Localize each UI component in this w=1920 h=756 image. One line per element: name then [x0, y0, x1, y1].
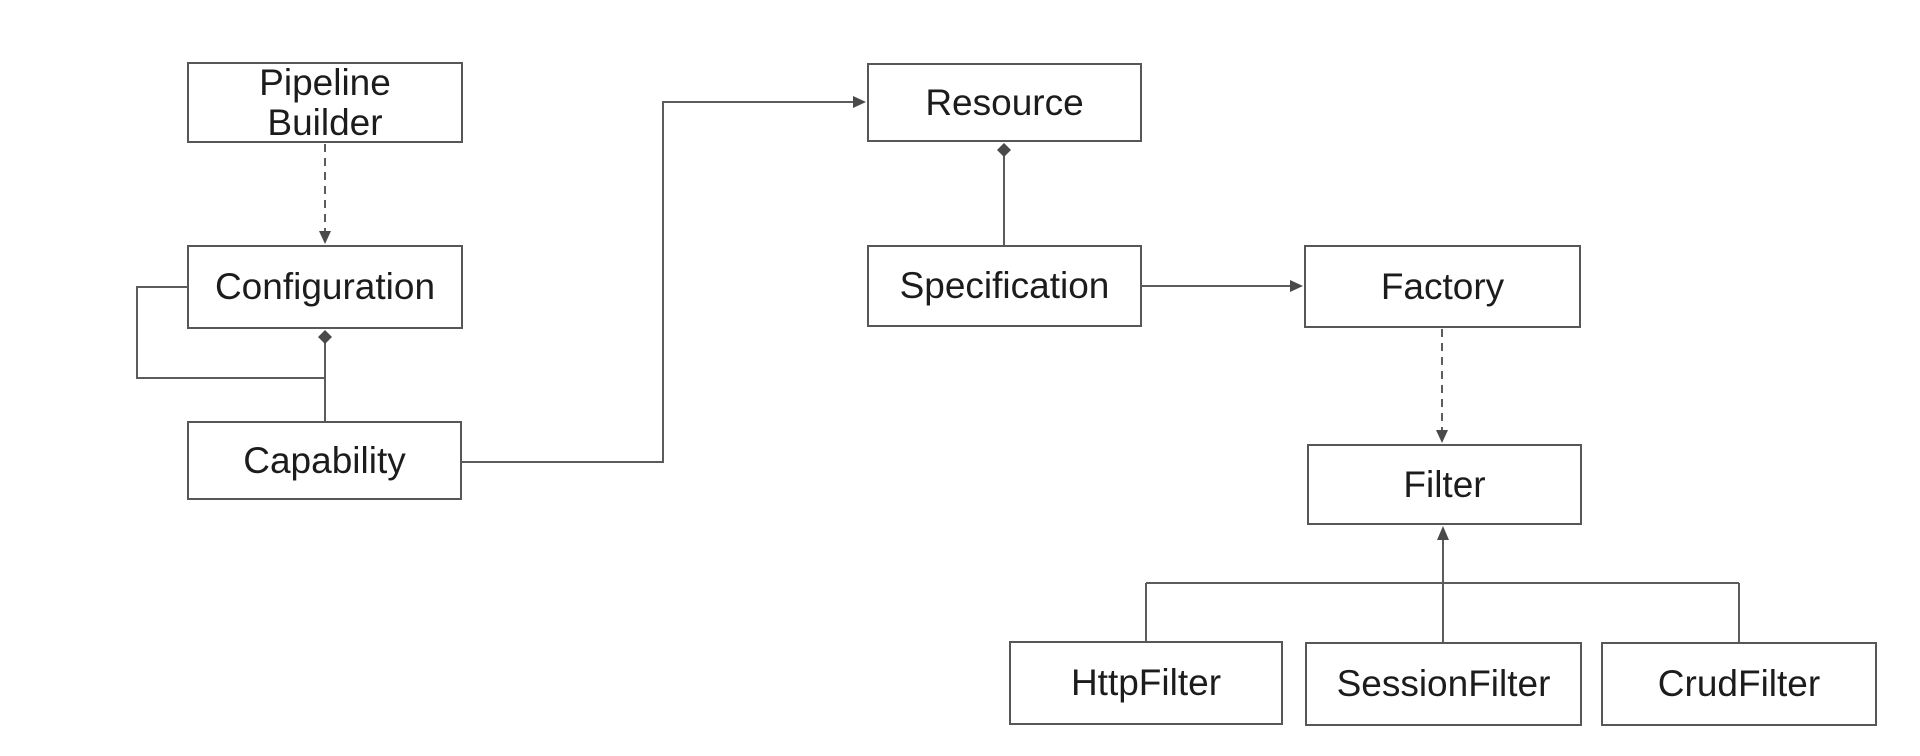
diamond-icon: [318, 330, 332, 344]
arrow-down-icon: [1436, 430, 1448, 443]
node-resource-label: Resource: [925, 81, 1084, 123]
node-capability[interactable]: Capability: [187, 421, 462, 500]
arrow-right-icon: [853, 96, 866, 108]
node-crud-filter-label: CrudFilter: [1657, 663, 1821, 705]
node-pipeline-builder[interactable]: Pipeline Builder: [187, 62, 463, 143]
node-filter-label: Filter: [1403, 463, 1486, 505]
node-capability-label: Capability: [243, 439, 406, 481]
node-resource[interactable]: Resource: [867, 63, 1142, 142]
edge-specification-resource: [997, 143, 1011, 245]
node-crud-filter[interactable]: CrudFilter: [1601, 642, 1877, 726]
arrow-right-icon: [1290, 280, 1303, 292]
edge-capability-configuration: [318, 330, 332, 421]
edge-capability-resource: [462, 96, 866, 463]
node-filter[interactable]: Filter: [1307, 444, 1582, 525]
arrow-up-icon: [1437, 526, 1449, 540]
node-configuration[interactable]: Configuration: [187, 245, 463, 329]
edge-specification-factory: [1142, 280, 1303, 292]
node-specification-label: Specification: [899, 265, 1110, 307]
edge-filters-filter: [1145, 526, 1740, 642]
diamond-icon: [997, 143, 1011, 157]
node-specification[interactable]: Specification: [867, 245, 1142, 327]
edge-configuration-self-loop: [136, 286, 324, 379]
node-http-filter-label: HttpFilter: [1070, 662, 1222, 704]
edge-pipeline-builder-configuration: [319, 144, 331, 244]
node-factory-label: Factory: [1380, 265, 1505, 307]
edge-factory-filter: [1436, 329, 1448, 443]
node-configuration-label: Configuration: [214, 266, 436, 308]
arrow-down-icon: [319, 231, 331, 244]
node-http-filter[interactable]: HttpFilter: [1009, 641, 1283, 725]
node-session-filter-label: SessionFilter: [1336, 663, 1551, 705]
node-factory[interactable]: Factory: [1304, 245, 1581, 328]
node-pipeline-builder-label: Pipeline Builder: [259, 61, 391, 143]
node-session-filter[interactable]: SessionFilter: [1305, 642, 1582, 726]
